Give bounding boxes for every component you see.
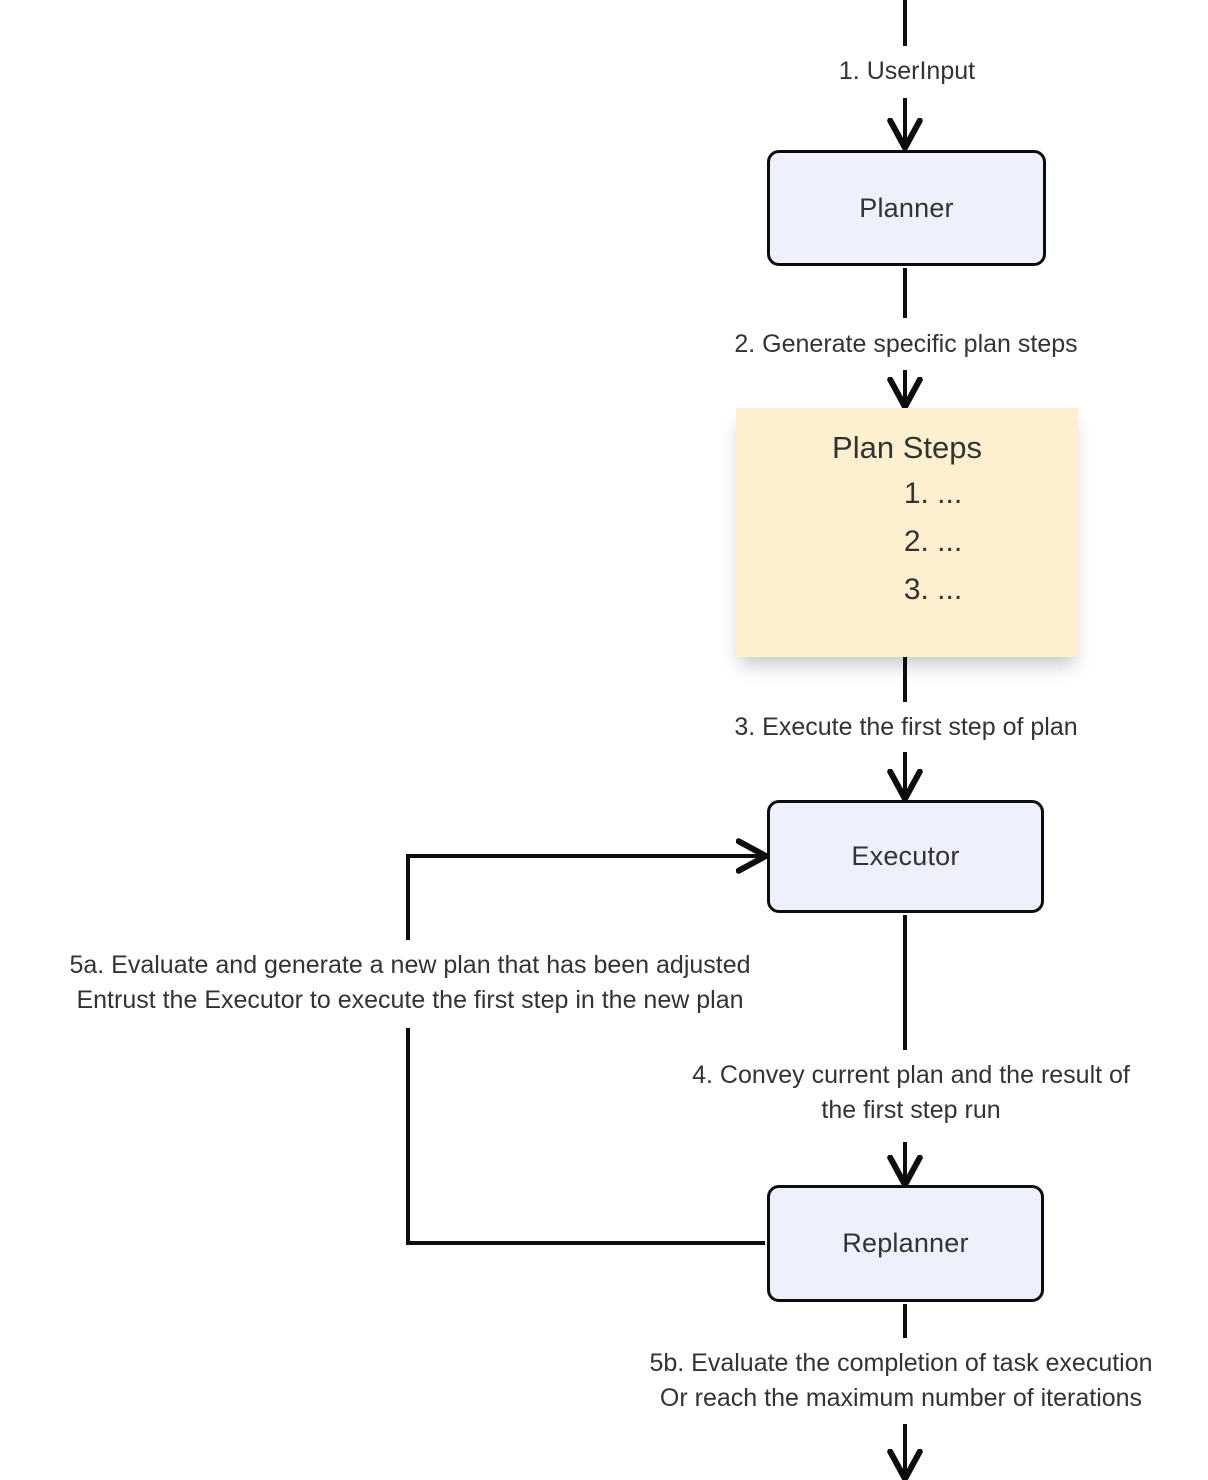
edge-label-convey-result: 4. Convey current plan and the result of… [626, 1058, 1196, 1127]
node-executor[interactable]: Executor [767, 800, 1044, 913]
node-planner[interactable]: Planner [767, 150, 1046, 266]
node-planner-label: Planner [859, 192, 954, 223]
node-plan-steps[interactable]: Plan Steps 1. ... 2. ... 3. ... [736, 408, 1078, 657]
edge-label-replan-loop: 5a. Evaluate and generate a new plan tha… [4, 948, 816, 1017]
edge-label-execute-first-step: 3. Execute the first step of plan [686, 710, 1126, 745]
edge-replanner-to-executor-loop-upper [406, 856, 761, 940]
node-replanner[interactable]: Replanner [767, 1185, 1044, 1302]
node-replanner-label: Replanner [842, 1228, 969, 1258]
plan-steps-item-2: 2. ... [903, 525, 963, 558]
plan-steps-item-1: 1. ... [903, 477, 963, 510]
plan-steps-item-3: 3. ... [903, 573, 963, 606]
edge-label-user-input: 1. UserInput [792, 54, 1022, 89]
plan-steps-title: Plan Steps [832, 430, 982, 465]
edge-label-evaluate-completion: 5b. Evaluate the completion of task exec… [594, 1346, 1208, 1415]
node-executor-label: Executor [851, 841, 960, 871]
edge-label-generate-plan-steps: 2. Generate specific plan steps [686, 327, 1126, 362]
